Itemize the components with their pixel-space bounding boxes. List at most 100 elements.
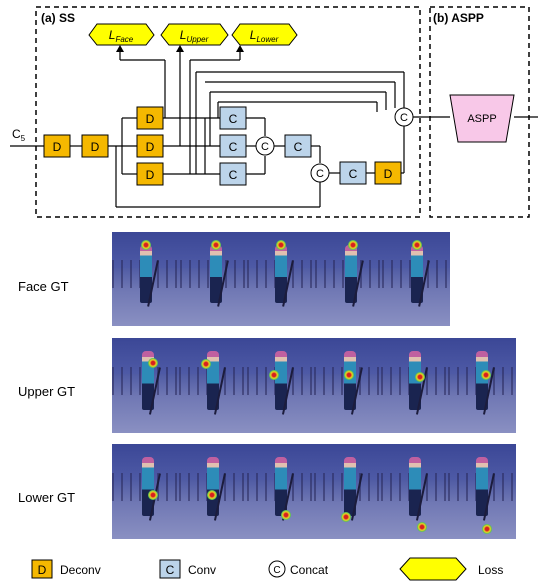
legend-deconv-symbol: D (38, 563, 47, 577)
deconv-block-2-label: D (91, 140, 100, 154)
loss-upper (160, 23, 229, 46)
face-gt-frame-3 (247, 232, 315, 326)
face-gt-strip (112, 232, 450, 326)
face-gt-frame-1 (112, 232, 180, 326)
upper-gt-frame-6 (448, 338, 516, 433)
heatmap-blob (148, 358, 158, 368)
legend-deconv-label: Deconv (60, 563, 101, 577)
lower-gt-frame-4 (313, 444, 382, 539)
row-label-upper-gt: Upper GT (18, 384, 76, 399)
legend-concat-symbol: C (273, 565, 280, 576)
legend-loss-swatch (399, 557, 467, 581)
heatmap-blob (268, 370, 279, 380)
conv-block-5-label: C (349, 167, 358, 181)
conv-block-3-label: C (229, 168, 238, 182)
loss-lower-label: LLower (250, 28, 279, 44)
legend-conv-label: Conv (188, 563, 216, 577)
heatmap-blob (412, 240, 423, 250)
lower-gt-frame-1 (112, 444, 180, 539)
deconv-block-5-label: D (146, 168, 155, 182)
aspp-label: ASPP (467, 113, 496, 125)
lower-gt-frame-2 (179, 444, 247, 539)
heatmap-blob (481, 370, 492, 380)
concat-node-3 (394, 107, 414, 127)
legend-concat-swatch (268, 560, 286, 578)
upper-gt-frame-5 (381, 338, 449, 433)
concat-node-1 (255, 136, 275, 156)
heatmap-blob (482, 524, 493, 534)
deconv-block-4 (136, 134, 164, 158)
conv-block-5 (339, 161, 367, 185)
aspp-panel (429, 6, 530, 218)
upper-gt-frame-1 (112, 338, 180, 433)
legend-concat-label: Concat (290, 563, 329, 577)
heatmap-blob (340, 512, 351, 522)
deconv-block-3 (136, 106, 164, 130)
lower-gt-frame-5 (381, 444, 449, 539)
concat-node-2-label: C (316, 168, 324, 180)
lower-gt-strip (112, 444, 516, 539)
conv-block-3 (219, 162, 247, 186)
face-gt-frame-2 (179, 232, 248, 326)
loss-face (88, 23, 155, 46)
legend-conv-symbol: C (166, 563, 175, 577)
conv-blocks: C C C C C (219, 106, 367, 186)
upper-gt-strip (112, 338, 516, 433)
upper-gt-frame-4 (313, 338, 382, 433)
ss-panel-title: (a) SS (41, 11, 75, 25)
upper-gt-frame-3 (246, 338, 314, 433)
aspp-block (449, 94, 515, 143)
deconv-block-1 (43, 134, 71, 158)
legend-conv-swatch (159, 559, 181, 579)
conv-block-2-label: C (229, 140, 238, 154)
loss-face-label: LFace (109, 28, 134, 44)
concat-nodes: C C C (255, 107, 414, 183)
conv-block-1-label: C (229, 112, 238, 126)
heatmap-blob (347, 240, 358, 250)
conv-block-4-label: C (294, 140, 303, 154)
loss-nodes: LFace LUpper LLower (88, 23, 298, 46)
concat-node-1-label: C (261, 141, 269, 153)
deconv-block-3-label: D (146, 112, 155, 126)
deconv-block-6 (374, 161, 402, 185)
lower-gt-frame-6 (448, 444, 516, 539)
deconv-blocks: D D D D D D (43, 106, 402, 186)
heatmap-blob (201, 359, 212, 369)
arrowheads (116, 45, 244, 52)
legend-deconv-swatch (31, 559, 53, 579)
input-label: C5 (12, 127, 26, 143)
heatmap-blob (415, 372, 426, 382)
deconv-block-2 (81, 134, 109, 158)
deconv-block-4-label: D (146, 140, 155, 154)
heatmap-blob (207, 490, 218, 500)
legend-loss-label: Loss (478, 563, 503, 577)
loss-lower (231, 23, 298, 46)
heatmap-blob (210, 240, 221, 250)
concat-node-3-label: C (400, 112, 408, 124)
heatmap-blob (276, 240, 287, 250)
heatmap-blob (141, 240, 151, 250)
heatmap-blob (148, 490, 158, 500)
concat-node-2 (310, 163, 330, 183)
lower-gt-frame-3 (246, 444, 314, 539)
legend: D Deconv C Conv C Concat Loss (31, 557, 503, 581)
face-gt-frame-4 (314, 232, 383, 326)
upper-gt-frame-2 (179, 338, 247, 433)
heatmap-blob (280, 510, 291, 520)
heatmap-blob (417, 522, 428, 532)
face-gt-frame-5 (382, 232, 450, 326)
row-label-face-gt: Face GT (18, 279, 69, 294)
ss-panel (35, 6, 421, 218)
deconv-block-1-label: D (53, 140, 62, 154)
conv-block-1 (219, 106, 247, 130)
aspp-panel-title: (b) ASPP (433, 11, 484, 25)
conv-block-4 (284, 134, 312, 158)
conv-block-2 (219, 134, 247, 158)
row-label-lower-gt: Lower GT (18, 490, 76, 505)
deconv-block-5 (136, 162, 164, 186)
loss-upper-label: LUpper (180, 28, 209, 44)
deconv-block-6-label: D (384, 167, 393, 181)
connections (10, 48, 538, 208)
heatmap-blob (343, 370, 354, 380)
